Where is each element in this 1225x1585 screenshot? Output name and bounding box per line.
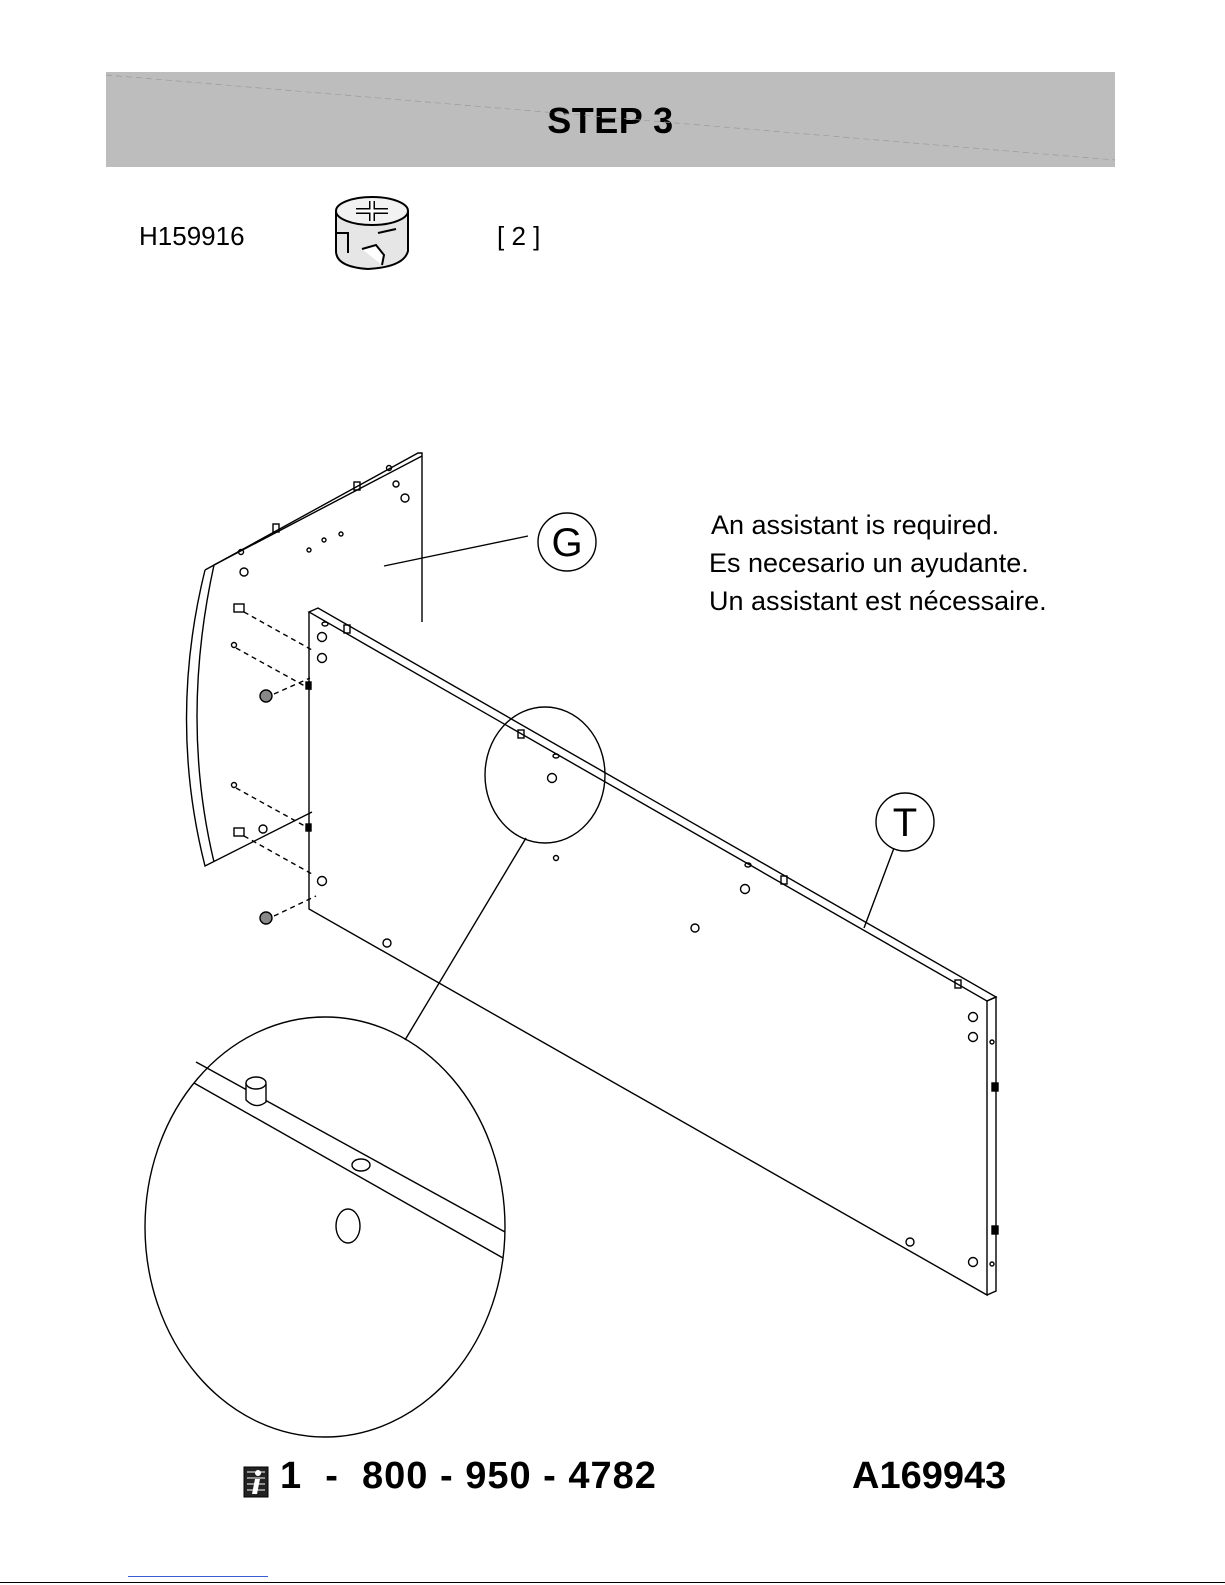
detail-callout-small	[485, 707, 605, 843]
callout-t-leader	[864, 848, 894, 928]
info-icon	[243, 1466, 269, 1498]
assembly-diagram: G T	[0, 0, 1225, 1440]
panel-t	[309, 608, 998, 1295]
page-bottom-rule	[0, 1582, 1225, 1583]
callout-t: T	[876, 793, 934, 851]
hardware-alignment	[232, 604, 317, 924]
callout-t-label: T	[893, 801, 917, 845]
support-phone-number: 1 - 800 - 950 - 4782	[280, 1455, 657, 1498]
model-number: A169943	[852, 1455, 1006, 1498]
callout-g-label: G	[551, 521, 582, 565]
page-edge-mark	[128, 1576, 268, 1577]
callout-g: G	[538, 513, 596, 571]
detail-leader-line	[405, 838, 526, 1040]
detail-magnified-view	[145, 1017, 505, 1437]
panel-g	[187, 453, 529, 866]
